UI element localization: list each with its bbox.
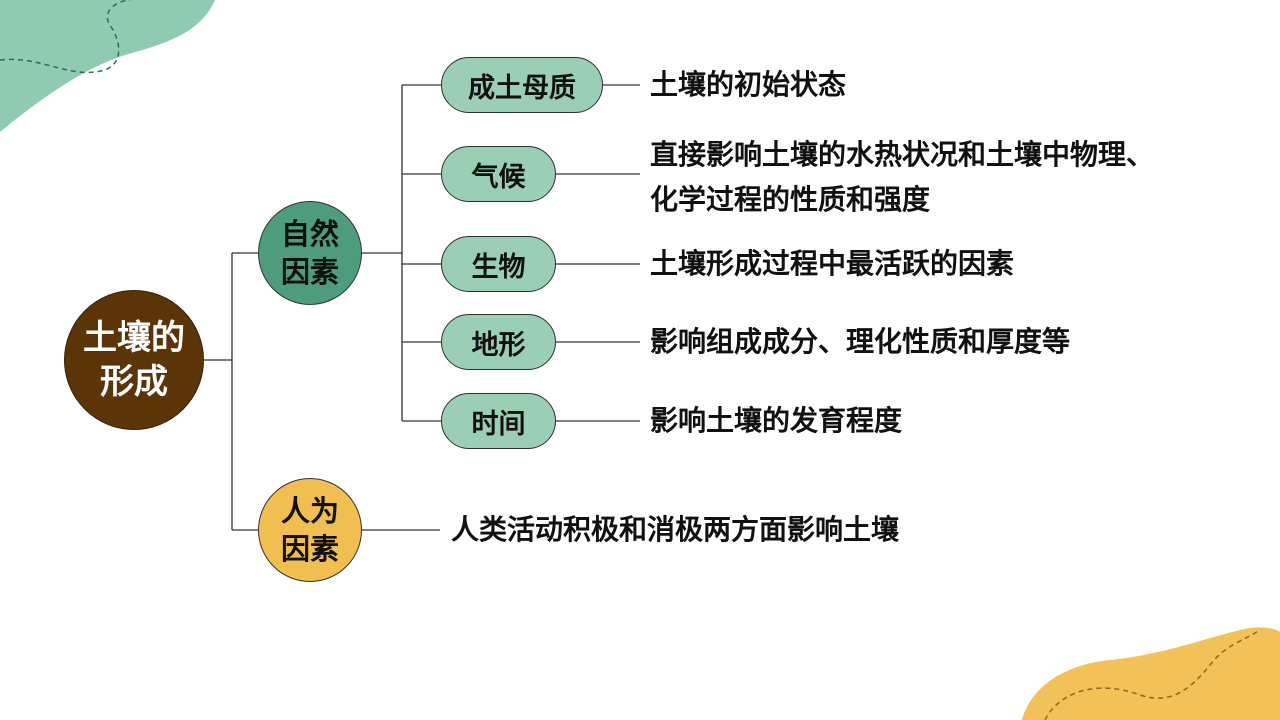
desc-parent-material: 土壤的初始状态 [650, 68, 847, 101]
desc-terrain: 影响组成成分、理化性质和厚度等 [650, 325, 1071, 358]
factor-label: 时间 [471, 408, 526, 440]
factor-climate: 气候 [441, 146, 556, 202]
decor-blob-top-left [0, 0, 215, 132]
desc-climate-line-2: 化学过程的性质和强度 [650, 183, 931, 216]
desc-time: 影响土壤的发育程度 [650, 404, 903, 437]
root-line-1: 土壤的 [83, 318, 185, 358]
factor-time: 时间 [441, 393, 556, 449]
root-node: 土壤的 形成 [64, 290, 204, 430]
factor-terrain: 地形 [441, 314, 556, 370]
factor-label: 生物 [471, 251, 526, 283]
natural-factors-node: 自然 因素 [258, 201, 362, 305]
natural-line-2: 因素 [280, 255, 339, 289]
factor-label: 气候 [471, 161, 526, 193]
desc-climate-line-1: 直接影响土壤的水热状况和土壤中物理、 [650, 138, 1155, 171]
factor-label: 成土母质 [468, 72, 576, 104]
factor-label: 地形 [471, 329, 526, 361]
decor-blob-bottom-right [1022, 627, 1280, 720]
natural-line-1: 自然 [280, 217, 339, 251]
desc-organisms: 土壤形成过程中最活跃的因素 [650, 247, 1015, 280]
human-line-1: 人为 [280, 494, 339, 528]
factor-organisms: 生物 [441, 236, 556, 292]
decor-dash-top-left [0, 0, 131, 74]
human-line-2: 因素 [280, 532, 339, 566]
desc-climate: 直接影响土壤的水热状况和土壤中物理、 化学过程的性质和强度 [650, 132, 1154, 222]
factor-parent-material: 成土母质 [441, 57, 603, 113]
decor-dash-bottom-right [1044, 629, 1261, 720]
root-line-2: 形成 [100, 362, 168, 402]
desc-human: 人类活动积极和消极两方面影响土壤 [451, 513, 900, 546]
human-factors-node: 人为 因素 [258, 478, 362, 582]
